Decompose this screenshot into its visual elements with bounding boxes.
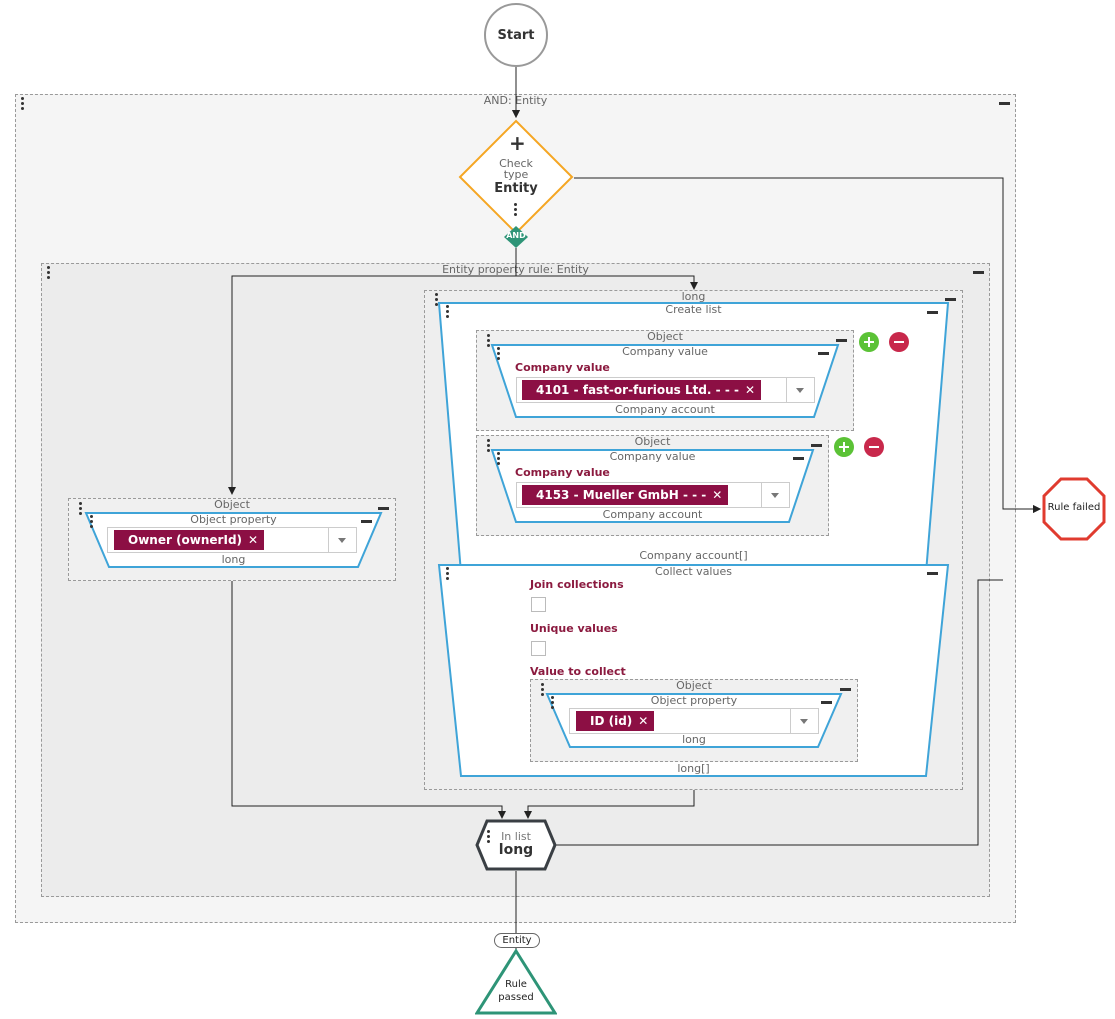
check-type-line2: type bbox=[503, 168, 529, 181]
value-object-group-title: Object bbox=[676, 679, 712, 692]
check-type-value: Entity bbox=[494, 181, 538, 196]
add-item-button-1[interactable] bbox=[859, 332, 879, 352]
company-value-2-title: Company value bbox=[609, 450, 696, 463]
in-list-node[interactable]: In list long bbox=[475, 819, 557, 871]
entity-edge-label: Entity bbox=[494, 933, 540, 948]
company-value-1-title: Company value bbox=[622, 345, 708, 358]
check-type-node[interactable]: + Check type Entity bbox=[458, 119, 574, 237]
owner-object-property: Object property Owner (ownerId) ✕ long bbox=[84, 512, 383, 568]
rule-failed-label: Rule failed bbox=[1047, 502, 1101, 513]
company-item-2-group-title: Object bbox=[634, 435, 671, 448]
owner-chip[interactable]: Owner (ownerId) ✕ bbox=[114, 530, 265, 550]
entity-property-rule-title: Entity property rule: Entity bbox=[442, 263, 589, 276]
collect-values-footer: long[] bbox=[677, 762, 710, 775]
company-value-2-label: Company value bbox=[515, 466, 610, 479]
rule-group-menu-icon[interactable] bbox=[47, 266, 51, 280]
create-list-collapse-icon[interactable] bbox=[927, 311, 938, 314]
owner-object-property-title: Object property bbox=[190, 513, 277, 526]
and-badge-label: AND bbox=[506, 231, 526, 240]
in-list-label: In list bbox=[501, 830, 531, 843]
rule-passed-line1: Rule bbox=[505, 979, 527, 990]
remove-chip-icon[interactable]: ✕ bbox=[712, 488, 723, 502]
owner-property-footer: long bbox=[221, 553, 246, 566]
unique-values-label: Unique values bbox=[530, 622, 618, 635]
value-property-menu-icon[interactable] bbox=[551, 696, 555, 710]
value-object-property: Object property ID (id) ✕ long bbox=[545, 693, 843, 748]
company-value-2-collapse-icon[interactable] bbox=[793, 457, 804, 460]
value-property-select[interactable]: ID (id) ✕ bbox=[569, 708, 819, 734]
company-chip-2[interactable]: 4153 - Mueller GmbH - - - ✕ bbox=[522, 485, 729, 505]
company-value-2-menu-icon[interactable] bbox=[497, 452, 501, 466]
value-group-menu-icon[interactable] bbox=[541, 683, 545, 697]
company-item-1-collapse-icon[interactable] bbox=[836, 339, 847, 342]
create-list-menu-icon[interactable] bbox=[446, 305, 450, 319]
check-type-menu-icon[interactable] bbox=[514, 203, 518, 217]
id-chip-label: ID (id) bbox=[590, 714, 633, 728]
remove-item-button-2[interactable] bbox=[864, 437, 884, 457]
company-value-1-footer: Company account bbox=[615, 403, 715, 416]
check-type-line1: Check bbox=[499, 157, 533, 170]
company-value-1-select[interactable]: 4101 - fast-or-furious Ltd. - - - ✕ bbox=[516, 377, 815, 403]
start-label: Start bbox=[497, 28, 535, 43]
value-to-collect-label: Value to collect bbox=[530, 665, 626, 678]
company-item-1-group-title: Object bbox=[647, 330, 683, 343]
rule-passed-line2: passed bbox=[498, 992, 534, 1003]
company-value-1-collapse-icon[interactable] bbox=[818, 352, 829, 355]
add-icon[interactable]: + bbox=[509, 131, 526, 155]
id-chip[interactable]: ID (id) ✕ bbox=[576, 711, 655, 731]
long-group-collapse-icon[interactable] bbox=[945, 298, 956, 301]
unique-values-checkbox[interactable] bbox=[531, 641, 546, 656]
owner-property-menu-icon[interactable] bbox=[90, 515, 94, 529]
rule-passed-node[interactable]: Rule passed bbox=[474, 948, 558, 1015]
company-value-2-footer: Company account bbox=[602, 508, 703, 521]
in-list-value: long bbox=[498, 842, 534, 858]
owner-property-collapse-icon[interactable] bbox=[361, 520, 372, 523]
chevron-down-icon[interactable] bbox=[328, 528, 356, 552]
in-list-menu-icon[interactable] bbox=[487, 830, 491, 844]
collect-values-title: Collect values bbox=[655, 565, 732, 578]
owner-group-collapse-icon[interactable] bbox=[378, 507, 389, 510]
remove-chip-icon[interactable]: ✕ bbox=[248, 533, 259, 547]
add-item-button-2[interactable] bbox=[834, 437, 854, 457]
remove-item-button-1[interactable] bbox=[889, 332, 909, 352]
join-collections-checkbox[interactable] bbox=[531, 597, 546, 612]
and-badge: AND bbox=[503, 225, 529, 249]
remove-chip-icon[interactable]: ✕ bbox=[744, 383, 756, 397]
owner-chip-label: Owner (ownerId) bbox=[128, 533, 243, 547]
owner-property-select[interactable]: Owner (ownerId) ✕ bbox=[107, 527, 357, 553]
company-value-1: Company value Company value 4101 - fast-… bbox=[490, 344, 840, 418]
rule-group-collapse-icon[interactable] bbox=[973, 271, 984, 274]
create-list-footer: Company account[] bbox=[639, 549, 748, 562]
company-value-2-select[interactable]: 4153 - Mueller GmbH - - - ✕ bbox=[516, 482, 790, 508]
value-group-collapse-icon[interactable] bbox=[840, 688, 851, 691]
chevron-down-icon[interactable] bbox=[786, 378, 814, 402]
company-chip-1-label: 4101 - fast-or-furious Ltd. - - - bbox=[536, 383, 739, 397]
company-chip-1[interactable]: 4101 - fast-or-furious Ltd. - - - ✕ bbox=[522, 380, 762, 400]
value-property-footer: long bbox=[682, 733, 706, 746]
collect-values-collapse-icon[interactable] bbox=[927, 572, 938, 575]
join-collections-label: Join collections bbox=[530, 578, 624, 591]
company-chip-2-label: 4153 - Mueller GmbH - - - bbox=[536, 488, 707, 502]
owner-group-menu-icon[interactable] bbox=[79, 502, 83, 516]
create-list-title: Create list bbox=[665, 303, 722, 316]
start-node[interactable]: Start bbox=[484, 3, 548, 67]
rule-failed-node[interactable]: Rule failed bbox=[1042, 477, 1106, 541]
company-value-1-menu-icon[interactable] bbox=[497, 347, 501, 361]
company-item-2-collapse-icon[interactable] bbox=[811, 444, 822, 447]
collect-values-menu-icon[interactable] bbox=[446, 567, 450, 581]
owner-object-group-title: Object bbox=[214, 498, 250, 511]
value-property-collapse-icon[interactable] bbox=[821, 701, 832, 704]
chevron-down-icon[interactable] bbox=[761, 483, 789, 507]
chevron-down-icon[interactable] bbox=[790, 709, 818, 733]
value-object-property-title: Object property bbox=[650, 694, 738, 707]
remove-chip-icon[interactable]: ✕ bbox=[638, 714, 649, 728]
company-value-1-label: Company value bbox=[515, 361, 610, 374]
company-value-2: Company value Company value 4153 - Muell… bbox=[490, 449, 815, 523]
